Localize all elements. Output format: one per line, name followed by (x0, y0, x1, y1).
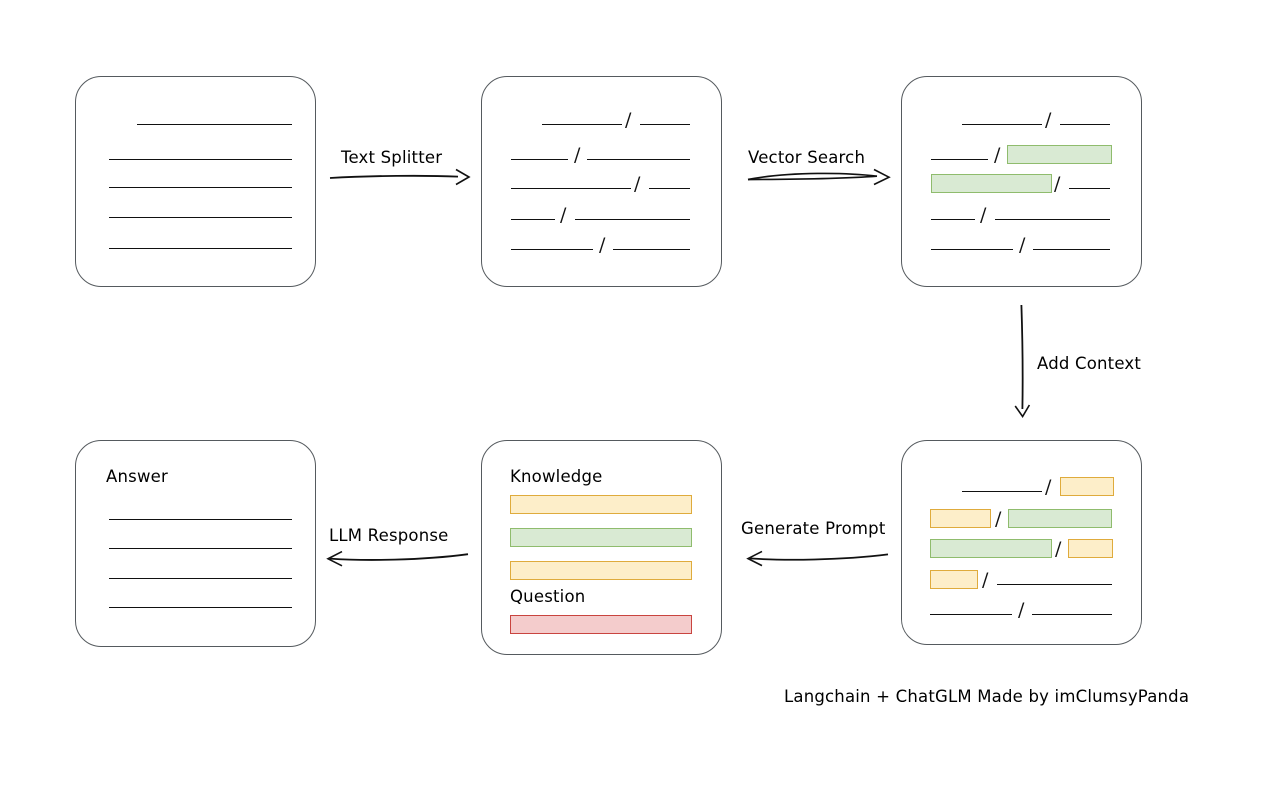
document-line (109, 217, 292, 218)
chunk-segment-right (997, 584, 1112, 585)
chunk-segment-left (511, 219, 555, 220)
chunk-slash: / (980, 204, 987, 226)
chunk-segment-right (587, 159, 690, 160)
question-label: Question (510, 587, 586, 606)
chunk-segment-right (613, 249, 690, 250)
chunk-segment-right-highlight[interactable] (1008, 509, 1112, 528)
arrow-vector-search (747, 168, 891, 186)
vector-matched-document-card[interactable]: / / / / / (901, 76, 1142, 287)
chunk-segment-left (962, 124, 1042, 125)
document-line (109, 248, 292, 249)
answer-line (109, 519, 292, 520)
chunk-segment-right (1060, 124, 1110, 125)
arrow-text-splitter (329, 168, 471, 186)
arrow-generate-prompt (746, 550, 889, 567)
chunk-slash: / (1018, 599, 1025, 621)
chunk-segment-left (931, 249, 1013, 250)
arrow-llm-response (326, 550, 469, 567)
chunk-segment-left (542, 124, 622, 125)
split-document-card[interactable]: / / / / / (481, 76, 722, 287)
edge-label-llm-response: LLM Response (329, 526, 449, 545)
chunk-segment-left-highlight[interactable] (930, 539, 1052, 558)
chunk-slash: / (1019, 234, 1026, 256)
chunk-slash: / (599, 234, 606, 256)
chunk-segment-right-highlight[interactable] (1007, 145, 1112, 164)
chunk-segment-right (1069, 188, 1110, 189)
footer-credit: Langchain + ChatGLM Made by imClumsyPand… (784, 687, 1190, 706)
chunk-slash: / (994, 144, 1001, 166)
knowledge-label: Knowledge (510, 467, 603, 486)
chunk-segment-left (962, 491, 1042, 492)
chunk-segment-left-highlight[interactable] (930, 509, 991, 528)
chunk-slash: / (634, 173, 641, 195)
chunk-segment-left-highlight[interactable] (930, 570, 978, 589)
chunk-segment-right (1033, 249, 1110, 250)
answer-line (109, 607, 292, 608)
question-bar[interactable] (510, 615, 692, 634)
edge-label-text-splitter: Text Splitter (341, 148, 443, 167)
knowledge-bar[interactable] (510, 528, 692, 547)
chunk-slash: / (1045, 109, 1052, 131)
chunk-segment-right-highlight[interactable] (1068, 539, 1113, 558)
edge-label-generate-prompt: Generate Prompt (741, 519, 886, 538)
chunk-segment-left (511, 249, 593, 250)
chunk-slash: / (560, 204, 567, 226)
chunk-segment-left-highlight[interactable] (931, 174, 1052, 193)
chunk-slash: / (1045, 476, 1052, 498)
chunk-slash: / (625, 109, 632, 131)
document-line (137, 124, 292, 125)
document-line (109, 187, 292, 188)
source-document-card[interactable] (75, 76, 316, 287)
edge-label-vector-search: Vector Search (748, 148, 866, 167)
answer-label: Answer (106, 467, 168, 486)
knowledge-bar[interactable] (510, 561, 692, 580)
chunk-segment-right (995, 219, 1110, 220)
knowledge-bar[interactable] (510, 495, 692, 514)
chunk-segment-left (931, 219, 975, 220)
prompt-card[interactable]: Knowledge Question (481, 440, 722, 655)
chunk-segment-left (931, 159, 988, 160)
arrow-add-context (1014, 304, 1031, 418)
chunk-slash: / (995, 508, 1002, 530)
chunk-slash: / (574, 144, 581, 166)
chunk-segment-right (640, 124, 690, 125)
chunk-segment-left (511, 159, 568, 160)
chunk-segment-left (930, 614, 1012, 615)
context-document-card[interactable]: / / / / / (901, 440, 1142, 645)
answer-card[interactable]: Answer (75, 440, 316, 647)
chunk-segment-right-highlight[interactable] (1060, 477, 1114, 496)
chunk-segment-right (649, 188, 690, 189)
document-line (109, 159, 292, 160)
chunk-slash: / (1054, 173, 1061, 195)
chunk-slash: / (982, 569, 989, 591)
chunk-segment-right (575, 219, 690, 220)
answer-line (109, 578, 292, 579)
answer-line (109, 548, 292, 549)
chunk-segment-left (511, 188, 631, 189)
chunk-slash: / (1055, 538, 1062, 560)
edge-label-add-context: Add Context (1037, 354, 1142, 373)
chunk-segment-right (1032, 614, 1112, 615)
